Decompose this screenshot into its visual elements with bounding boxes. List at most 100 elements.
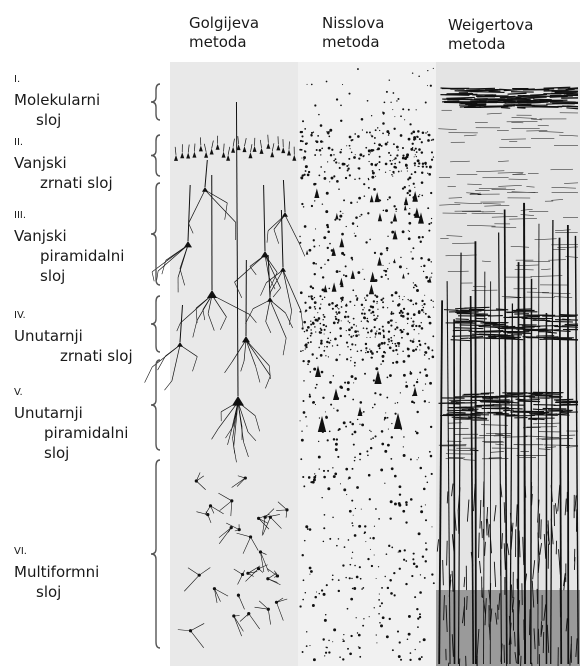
nissl-cell — [310, 335, 312, 337]
nissl-cell — [299, 236, 300, 237]
nissl-cell — [376, 317, 378, 319]
nissl-cell — [323, 316, 325, 318]
nissl-cell — [387, 307, 388, 308]
layer-2-line2: zrnati sloj — [14, 173, 113, 193]
nissl-cell — [351, 375, 354, 378]
nissl-cell — [354, 305, 355, 306]
nissl-cell — [429, 382, 432, 385]
nissl-cell — [356, 297, 358, 299]
nissl-cell — [320, 354, 323, 357]
nissl-cell — [410, 498, 413, 501]
nissl-cell — [310, 324, 312, 326]
nissl-cell — [391, 174, 392, 175]
nissl-cell — [315, 475, 317, 477]
nissl-cell — [354, 456, 356, 458]
nissl-cell — [411, 318, 412, 319]
nissl-cell — [335, 318, 337, 320]
nissl-cell — [420, 510, 423, 513]
nissl-cell — [338, 163, 339, 164]
nissl-cell — [417, 346, 418, 347]
weigert-white-matter-shade — [436, 590, 580, 666]
nissl-cell — [323, 593, 326, 596]
nissl-cell — [387, 199, 388, 200]
nissl-cell — [360, 578, 362, 580]
nissl-cell — [372, 537, 375, 540]
nissl-cell — [410, 371, 411, 372]
weigert-tangential-fiber — [447, 410, 477, 411]
nissl-cell — [402, 299, 403, 300]
nissl-cell — [362, 309, 364, 311]
nissl-cell — [366, 294, 368, 296]
nissl-cell — [320, 342, 323, 345]
nissl-cell — [425, 276, 428, 279]
nissl-cell — [399, 493, 401, 495]
nissl-cell — [339, 271, 341, 273]
nissl-cell — [370, 537, 371, 538]
nissl-cell — [376, 149, 377, 150]
nissl-cell — [321, 371, 324, 374]
nissl-cell — [418, 658, 421, 661]
nissl-cell — [419, 138, 421, 140]
weigert-tangential-fiber — [554, 399, 573, 400]
nissl-cell — [395, 361, 398, 364]
nissl-cell — [351, 433, 353, 435]
nissl-cell — [372, 170, 374, 172]
nissl-cell — [421, 181, 424, 184]
nissl-cell — [379, 328, 381, 330]
nissl-cell — [307, 363, 309, 365]
nissl-cell — [327, 161, 328, 162]
nissl-cell — [337, 319, 339, 321]
nissl-cell — [320, 140, 323, 143]
layer-brace-4 — [151, 296, 160, 352]
nissl-cell — [374, 435, 376, 437]
nissl-cell — [307, 326, 310, 329]
nissl-cell — [369, 498, 371, 500]
nissl-cell — [413, 282, 414, 283]
nissl-cell — [389, 346, 392, 349]
weigert-dense-fiber — [525, 486, 526, 498]
nissl-cell — [353, 324, 355, 326]
nissl-cell — [385, 270, 388, 273]
nissl-cell — [382, 306, 384, 308]
nissl-cell — [416, 381, 418, 383]
nissl-cell — [417, 617, 419, 619]
nissl-cell — [399, 485, 402, 488]
nissl-cell — [399, 329, 401, 331]
nissl-cell — [327, 470, 329, 472]
nissl-cell — [363, 411, 365, 413]
nissl-cell — [334, 473, 337, 476]
nissl-cell — [361, 313, 363, 315]
nissl-cell — [361, 588, 363, 590]
nissl-cell — [428, 173, 431, 176]
nissl-cell — [305, 343, 308, 346]
nissl-cell — [425, 560, 427, 562]
nissl-cell — [413, 339, 414, 340]
nissl-cell — [415, 148, 417, 150]
nissl-cell — [341, 233, 344, 236]
nissl-cell — [420, 506, 422, 508]
nissl-cell — [420, 257, 423, 260]
nissl-cell — [337, 307, 338, 308]
nissl-cell — [410, 340, 412, 342]
nissl-cell — [357, 202, 358, 203]
nissl-cell — [345, 426, 347, 428]
nissl-cell — [385, 274, 387, 276]
nissl-cell — [425, 548, 427, 550]
nissl-cell — [323, 236, 326, 239]
nissl-cell — [396, 154, 398, 156]
nissl-cell — [423, 303, 425, 305]
nissl-cell — [425, 542, 427, 544]
nissl-cell — [402, 510, 405, 513]
nissl-cell — [371, 306, 374, 309]
nissl-cell — [418, 532, 421, 535]
nissl-cell — [404, 119, 405, 120]
nissl-cell — [309, 306, 312, 309]
layer-6-line1: Multiformni — [14, 563, 99, 581]
nissl-cell — [381, 342, 384, 345]
nissl-cell — [320, 124, 323, 127]
nissl-cell — [351, 152, 353, 154]
nissl-cell — [389, 170, 390, 171]
nissl-cell — [339, 354, 340, 355]
nissl-cell — [353, 335, 354, 336]
nissl-cell — [425, 313, 427, 315]
